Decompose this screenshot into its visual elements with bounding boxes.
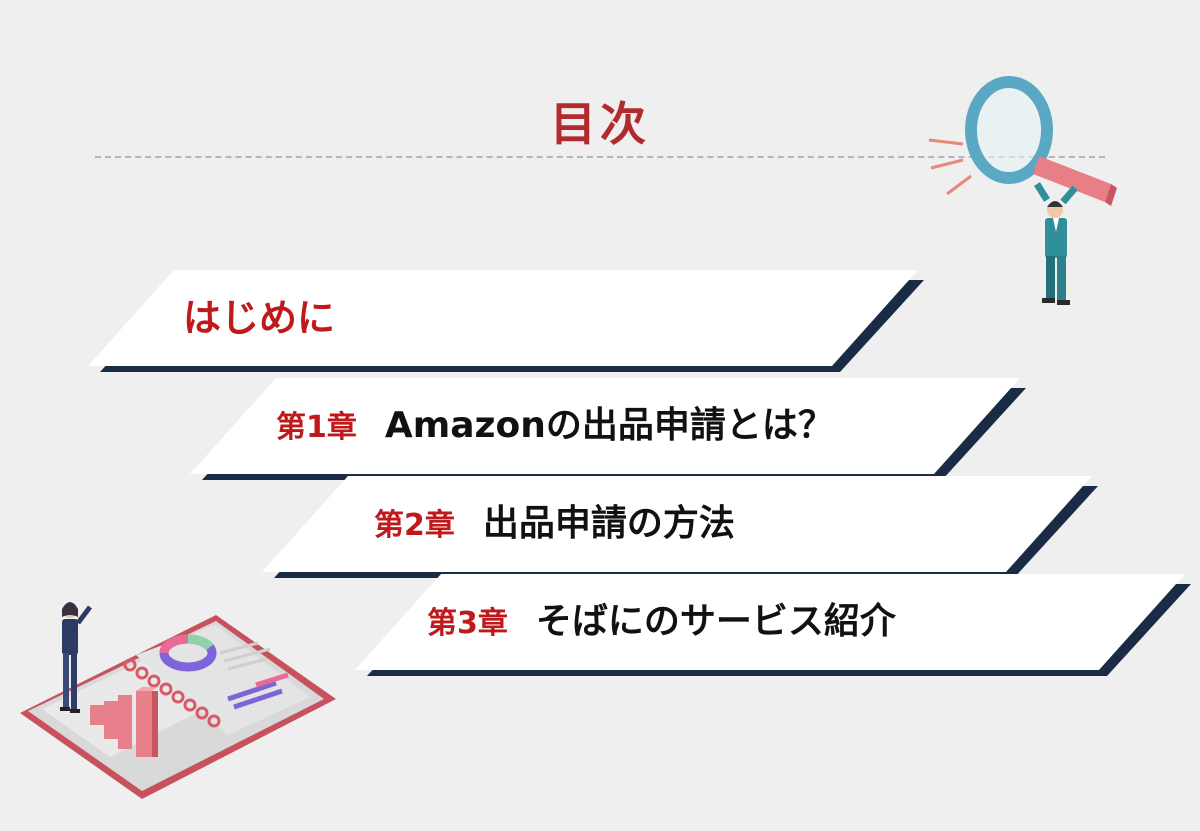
toc-chapter-number: 第3章 <box>427 606 508 641</box>
page-title: 目次 <box>550 97 650 151</box>
toc-band-shape <box>190 378 1026 480</box>
toc-item-chapter-1[interactable]: 第1章 Amazonの出品申請とは？ <box>190 378 1030 480</box>
toc-chapter-number: 第2章 <box>374 508 455 543</box>
toc-chapter-number: 第1章 <box>276 410 357 445</box>
magnifying-glass-businessman-icon <box>928 76 1117 305</box>
toc-chapter-title: そばにのサービス紹介 <box>535 601 896 642</box>
toc-band-shape <box>262 476 1098 578</box>
toc-band-shape <box>88 270 924 372</box>
title-divider <box>95 156 1105 158</box>
toc-item-chapter-3[interactable]: 第3章そばにのサービス紹介 <box>355 574 1195 676</box>
toc-chapter-title: 出品申請の方法 <box>482 503 735 544</box>
toc-item-chapter-2[interactable]: 第2章出品申請の方法 <box>262 476 1102 578</box>
toc-item-intro[interactable]: はじめに <box>88 270 928 372</box>
toc-band-shape <box>355 574 1191 676</box>
toc-chapter-title: Amazonの出品申請とは？ <box>384 405 834 446</box>
toc-intro-label: はじめに <box>183 296 336 340</box>
analytics-notebook-woman-icon <box>20 602 336 799</box>
